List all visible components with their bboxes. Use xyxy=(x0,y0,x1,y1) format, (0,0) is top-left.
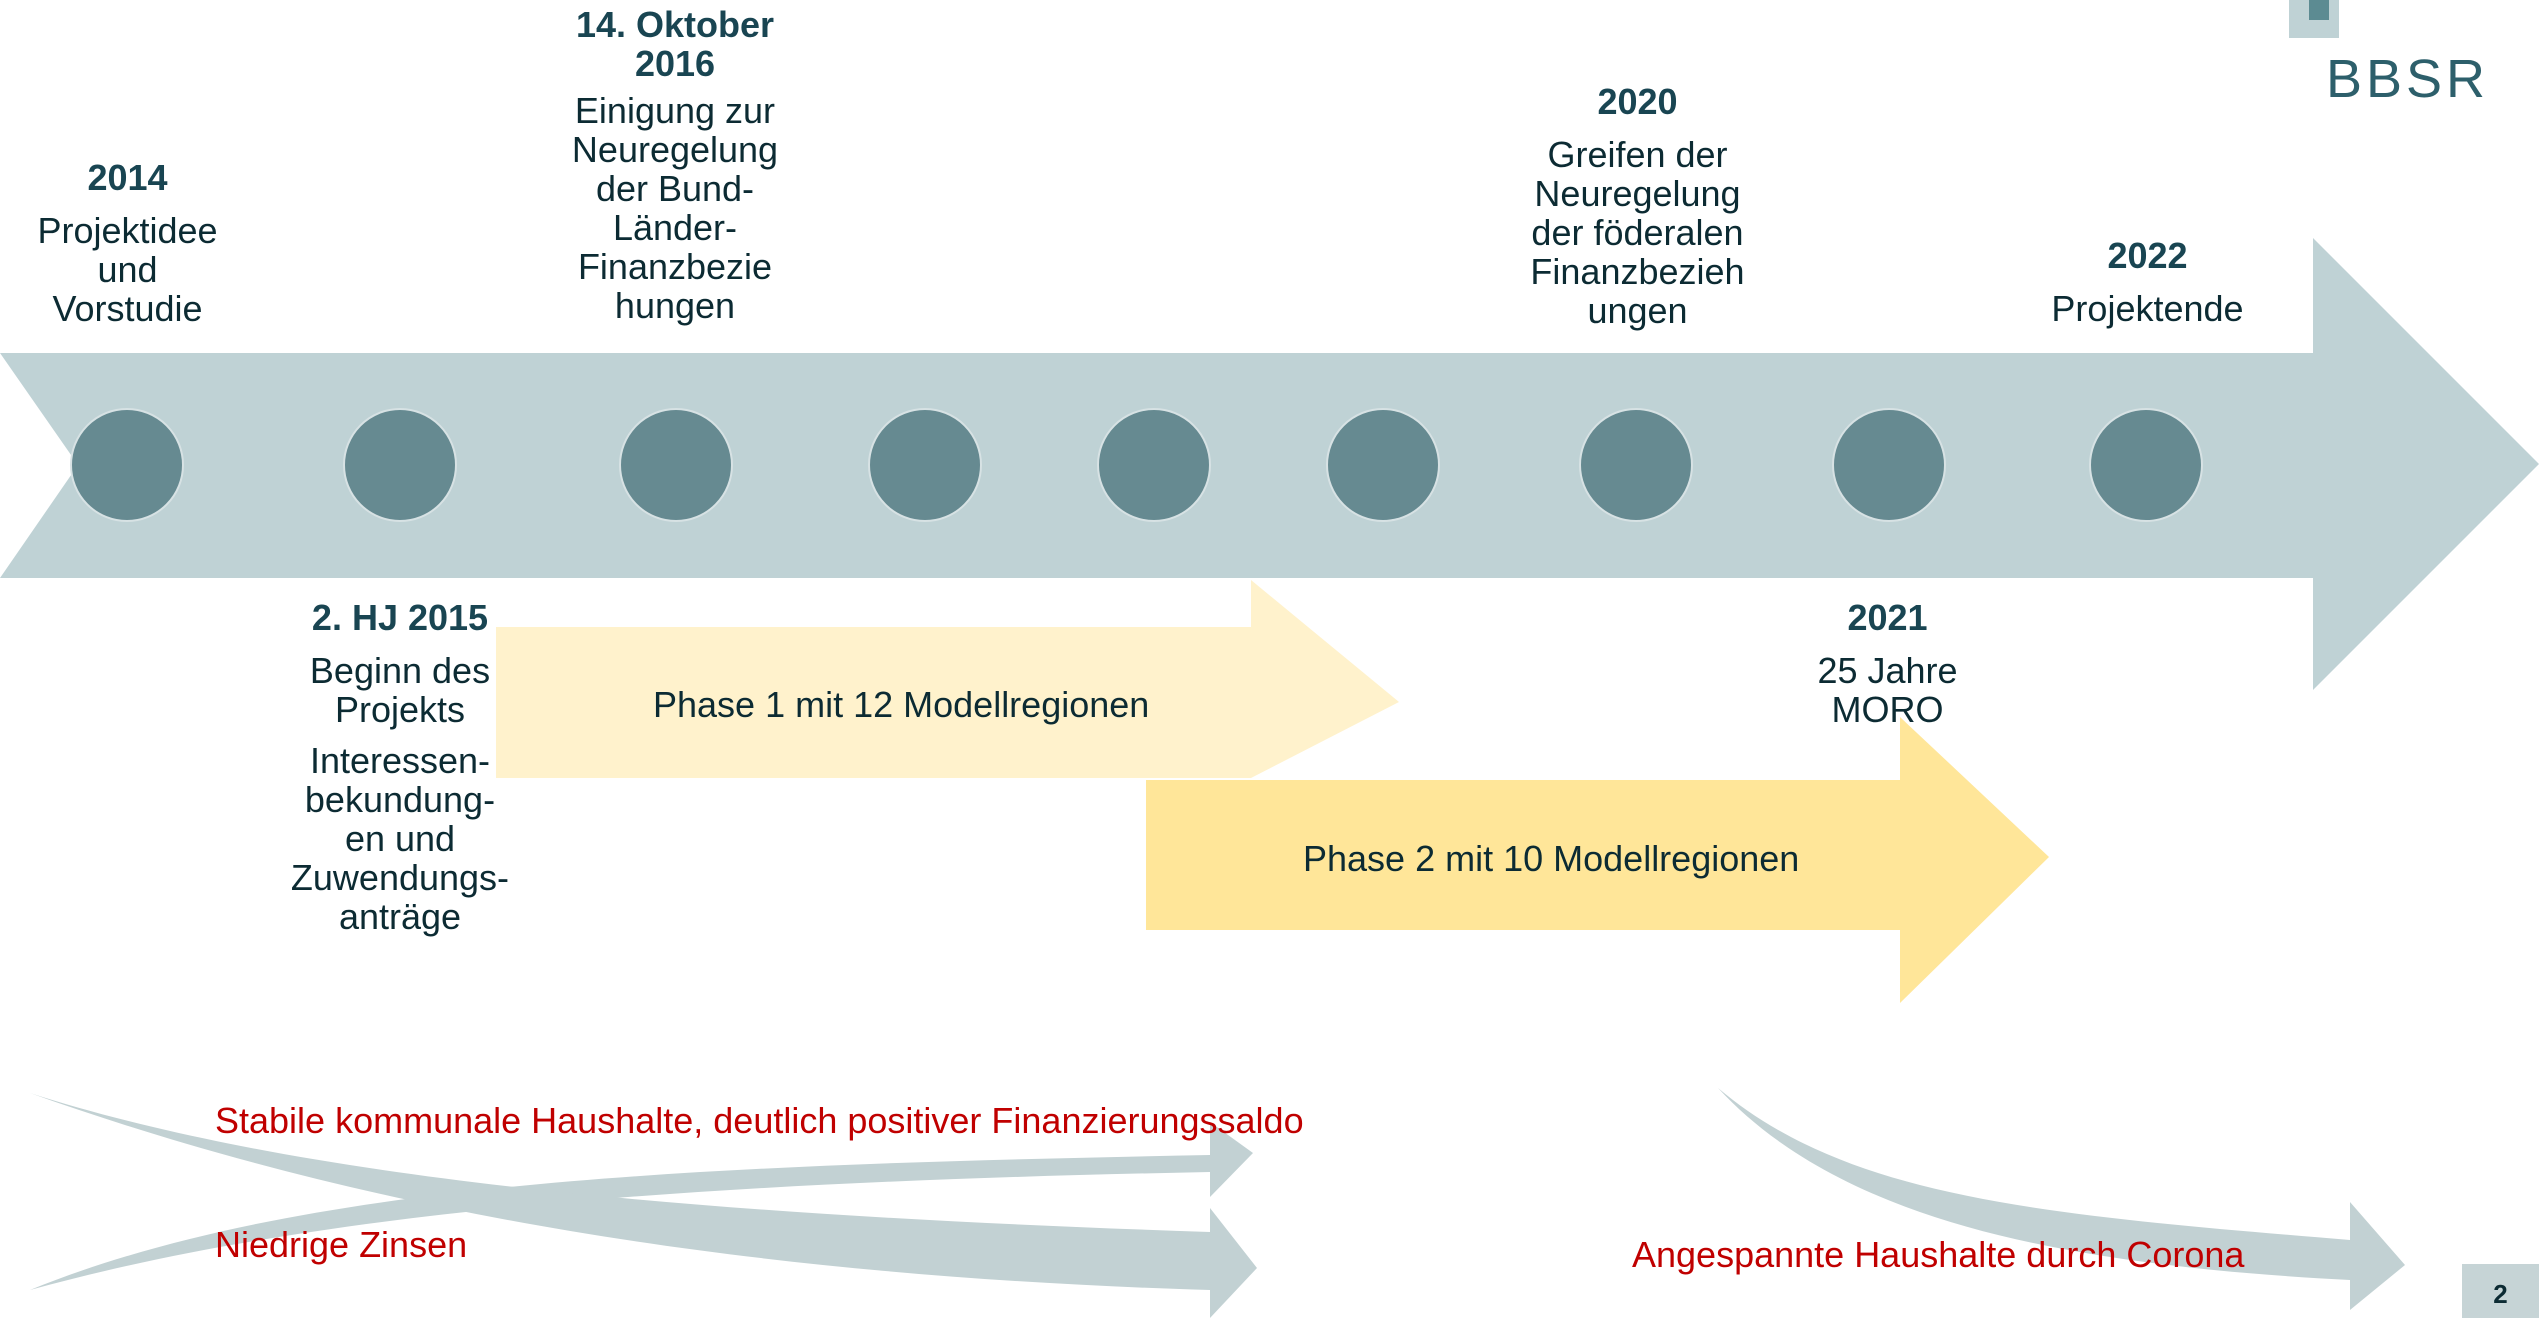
trend-arrow-low-interest xyxy=(30,1093,1257,1318)
trend-label-low-interest: Niedrige Zinsen xyxy=(215,1224,468,1265)
milestone-dot xyxy=(2089,408,2203,522)
milestone-dot xyxy=(1579,408,1693,522)
milestone-2hj-2015-text2: Interessen- bekundung- en und Zuwendungs… xyxy=(290,740,510,937)
trend-label-corona: Angespannte Haushalte durch Corona xyxy=(1632,1234,2245,1275)
milestone-2020-year: 2020 xyxy=(1597,81,1678,122)
milestone-2022: 2022 Projektende xyxy=(2020,236,2275,328)
milestone-oct-2016-year: 14. Oktober 2016 xyxy=(575,4,775,84)
milestone-dot xyxy=(619,408,733,522)
milestone-2022-text: Projektende xyxy=(2051,288,2244,329)
milestone-2014: 2014 Projektidee und Vorstudie xyxy=(0,158,255,328)
milestone-dot xyxy=(868,408,982,522)
milestone-dot xyxy=(1326,408,1440,522)
milestone-oct-2016-text: Einigung zur Neuregelung der Bund- Lände… xyxy=(571,90,779,326)
milestone-2014-year: 2014 xyxy=(87,157,168,198)
milestone-2hj-2015-text: Beginn des Projekts xyxy=(309,650,491,730)
milestone-dots xyxy=(70,408,2203,522)
milestone-2hj-2015: 2. HJ 2015 Beginn des Projekts Interesse… xyxy=(270,598,530,936)
logo-mark xyxy=(2289,0,2339,38)
milestone-oct-2016: 14. Oktober 2016 Einigung zur Neuregelun… xyxy=(540,5,810,325)
milestone-dot xyxy=(70,408,184,522)
milestone-2020-text: Greifen der Neuregelung der föderalen Fi… xyxy=(1530,134,1745,331)
milestone-2021-text: 25 Jahre MORO xyxy=(1817,650,1958,730)
milestone-2021-year: 2021 xyxy=(1847,597,1928,638)
phase-1-label: Phase 1 mit 12 Modellregionen xyxy=(653,684,1150,725)
milestone-2021: 2021 25 Jahre MORO xyxy=(1760,598,2015,729)
timeline-arrow xyxy=(0,238,2539,690)
milestone-2hj-2015-year: 2. HJ 2015 xyxy=(311,597,489,638)
bbsr-logo: BBSR xyxy=(2325,49,2489,109)
milestone-dot xyxy=(1832,408,1946,522)
trend-arrow-stable-budgets xyxy=(30,1122,1253,1290)
milestone-2022-year: 2022 xyxy=(2107,235,2188,276)
milestone-dot xyxy=(343,408,457,522)
trend-label-stable-budgets: Stabile kommunale Haushalte, deutlich po… xyxy=(215,1100,1304,1141)
phase-1-arrow xyxy=(496,580,1399,778)
milestone-dot xyxy=(1097,408,1211,522)
milestone-2014-text: Projektidee und Vorstudie xyxy=(37,210,218,329)
page-number: 2 xyxy=(2462,1264,2539,1318)
milestone-2020: 2020 Greifen der Neuregelung der föderal… xyxy=(1500,82,1775,330)
phase-2-arrow xyxy=(1146,717,2049,1003)
phase-2-label: Phase 2 mit 10 Modellregionen xyxy=(1303,838,1800,879)
trend-arrow-corona xyxy=(1718,1088,2405,1310)
